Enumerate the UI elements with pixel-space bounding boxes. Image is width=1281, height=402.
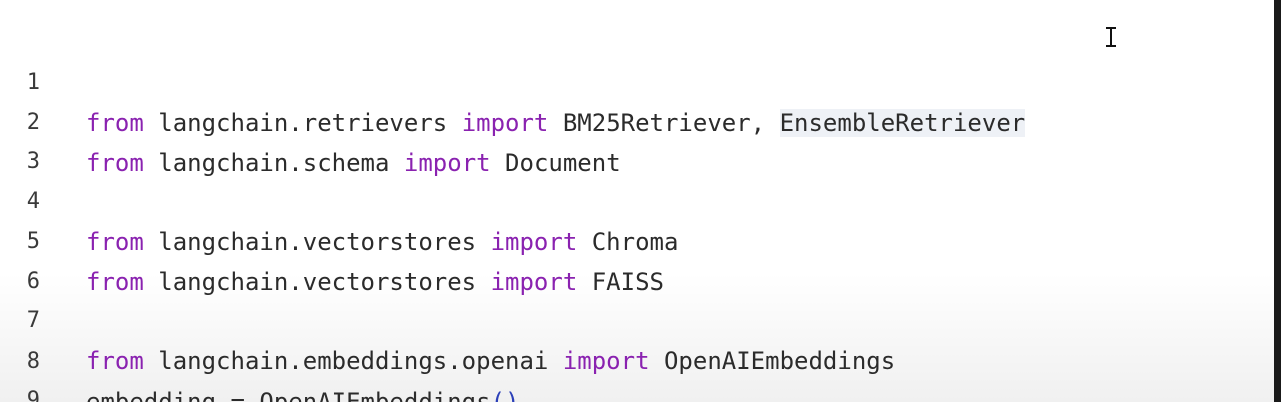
line-number: 3 <box>26 149 40 174</box>
keyword-from: from <box>86 228 144 256</box>
line-number: 9 <box>26 388 40 402</box>
code-text: from langchain.vectorstores import FAISS <box>86 262 664 302</box>
module-name: langchain.embeddings.openai <box>143 347 563 375</box>
code-line-2[interactable]: 2 from langchain.schema import Document <box>0 63 1274 177</box>
keyword-import: import <box>490 268 578 296</box>
module-name: langchain.schema <box>143 149 404 177</box>
keyword-import: import <box>490 228 578 256</box>
keyword-from: from <box>86 268 144 296</box>
code-line-8[interactable]: 8 embedding = OpenAIEmbeddings() <box>0 302 1274 402</box>
line-number: 6 <box>26 269 40 294</box>
code-line-6[interactable]: 6 <box>0 222 1274 294</box>
module-name: langchain.retrievers <box>143 109 462 137</box>
line-number: 5 <box>26 229 40 254</box>
code-text: from langchain.retrievers import BM25Ret… <box>86 103 1026 143</box>
call-parens: () <box>490 388 520 402</box>
keyword-from: from <box>86 347 144 375</box>
code-text: embedding = OpenAIEmbeddings() <box>86 382 519 402</box>
code-text: from langchain.embeddings.openai import … <box>86 341 895 381</box>
text-i-beam-icon <box>1106 27 1116 47</box>
code-line-7[interactable]: 7 from langchain.embeddings.openai impor… <box>0 261 1274 375</box>
code-line-4[interactable]: 4 from langchain.vectorstores import Chr… <box>0 142 1274 256</box>
module-name: langchain.vectorstores <box>143 228 491 256</box>
module-name: langchain.vectorstores <box>143 268 491 296</box>
import-names: BM25Retriever, <box>548 109 780 137</box>
line-number: 2 <box>26 110 40 135</box>
window-edge <box>1274 0 1281 402</box>
line-number: 1 <box>26 70 40 95</box>
keyword-import: import <box>461 109 549 137</box>
import-names: FAISS <box>577 268 664 296</box>
import-names: Document <box>490 149 621 177</box>
selected-text[interactable]: EnsembleRetriever <box>779 109 1026 137</box>
keyword-from: from <box>86 109 144 137</box>
code-line-5[interactable]: 5 from langchain.vectorstores import FAI… <box>0 182 1274 296</box>
import-names: Chroma <box>577 228 679 256</box>
line-number: 4 <box>26 189 40 214</box>
line-number: 7 <box>26 308 40 333</box>
code-line-3[interactable]: 3 <box>0 102 1274 174</box>
import-names: OpenAIEmbeddings <box>649 347 896 375</box>
code-text: from langchain.vectorstores import Chrom… <box>86 222 678 262</box>
keyword-import: import <box>403 149 491 177</box>
keyword-from: from <box>86 149 144 177</box>
line-number: 8 <box>26 349 40 374</box>
keyword-import: import <box>562 347 650 375</box>
assignment: embedding = OpenAIEmbeddings <box>86 388 491 402</box>
code-text: from langchain.schema import Document <box>86 143 621 183</box>
code-line-1[interactable]: 1 from langchain.retrievers import BM25R… <box>0 23 1274 137</box>
code-line-9[interactable]: 9 <box>0 341 1274 402</box>
